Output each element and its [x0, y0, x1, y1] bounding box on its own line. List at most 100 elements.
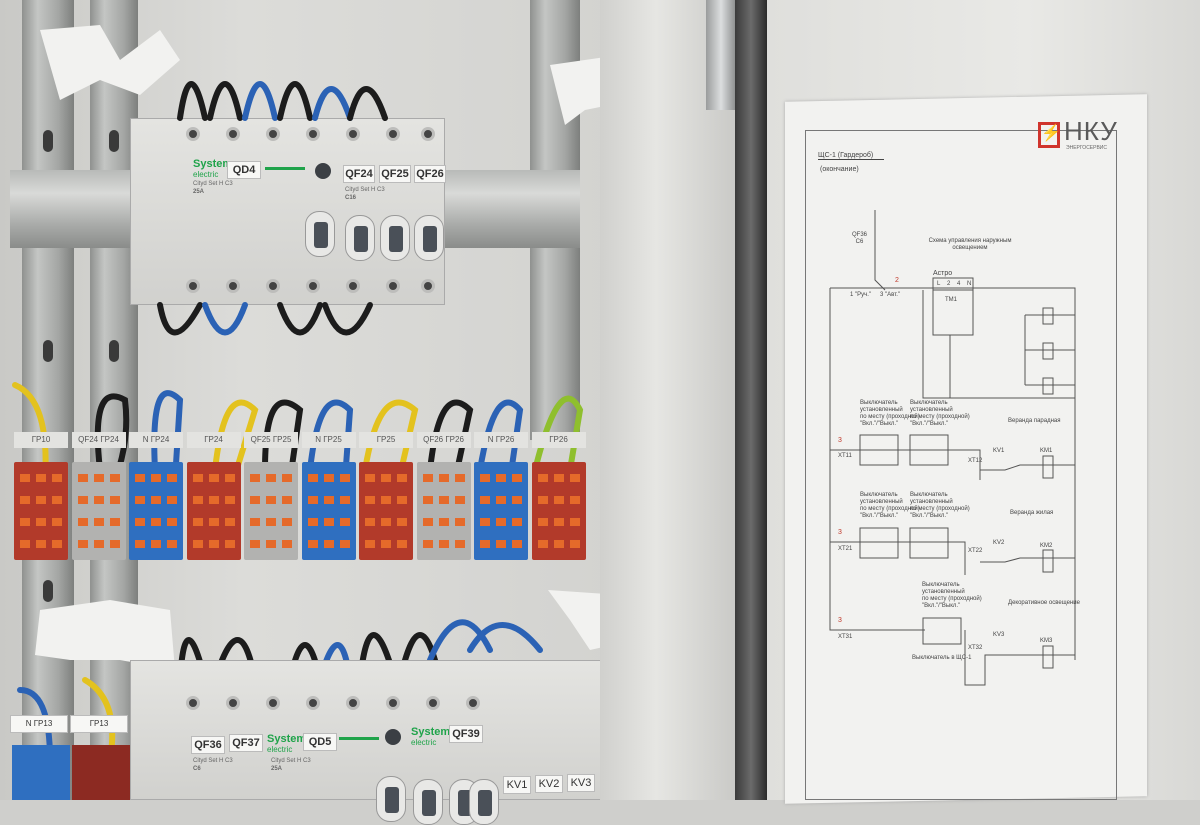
terminal-lever[interactable]: [496, 518, 506, 526]
terminal-lever[interactable]: [339, 540, 350, 548]
terminal-lever[interactable]: [192, 474, 203, 482]
terminal-lever[interactable]: [323, 474, 334, 482]
terminal-lever[interactable]: [266, 540, 276, 548]
terminal-lever[interactable]: [250, 540, 260, 548]
terminal-lever[interactable]: [339, 474, 350, 482]
terminal-lever[interactable]: [93, 474, 104, 482]
terminal-lever[interactable]: [208, 518, 219, 526]
terminal-lever[interactable]: [454, 518, 465, 526]
terminal-lever[interactable]: [266, 496, 276, 504]
terminal-lever[interactable]: [20, 518, 30, 526]
terminal-lever[interactable]: [339, 496, 350, 504]
terminal-lever[interactable]: [36, 518, 46, 526]
terminal-lever[interactable]: [512, 496, 522, 504]
terminal-lever[interactable]: [167, 474, 177, 482]
terminal-lever[interactable]: [52, 496, 62, 504]
terminal-lever[interactable]: [553, 474, 564, 482]
terminal-lever[interactable]: [569, 474, 580, 482]
terminal-lever[interactable]: [20, 474, 30, 482]
terminal-lever[interactable]: [397, 518, 407, 526]
terminal-lever[interactable]: [151, 540, 161, 548]
terminal-lever[interactable]: [397, 474, 407, 482]
terminal-lever[interactable]: [381, 518, 391, 526]
terminal-lever[interactable]: [381, 540, 391, 548]
terminal-lever[interactable]: [109, 540, 120, 548]
terminal-lever[interactable]: [109, 474, 120, 482]
terminal-lever[interactable]: [438, 518, 449, 526]
terminal-lever[interactable]: [167, 540, 177, 548]
terminal-lever[interactable]: [192, 518, 203, 526]
terminal-lever[interactable]: [77, 518, 88, 526]
terminal-lever[interactable]: [323, 518, 334, 526]
terminal-lever[interactable]: [307, 540, 318, 548]
terminal-lever[interactable]: [151, 474, 161, 482]
breaker-toggle[interactable]: [469, 779, 499, 825]
terminal-lever[interactable]: [422, 474, 433, 482]
terminal-lever[interactable]: [282, 540, 292, 548]
terminal-lever[interactable]: [454, 496, 465, 504]
terminal-lever[interactable]: [250, 496, 260, 504]
test-button[interactable]: [315, 163, 331, 179]
terminal-lever[interactable]: [135, 496, 145, 504]
terminal-lever[interactable]: [553, 518, 564, 526]
terminal-lever[interactable]: [224, 518, 235, 526]
terminal-lever[interactable]: [77, 540, 88, 548]
terminal-lever[interactable]: [52, 474, 62, 482]
terminal-lever[interactable]: [282, 518, 292, 526]
terminal-lever[interactable]: [36, 540, 46, 548]
terminal-lever[interactable]: [282, 496, 292, 504]
terminal-lever[interactable]: [496, 540, 506, 548]
terminal-lever[interactable]: [365, 496, 375, 504]
terminal-lever[interactable]: [109, 518, 120, 526]
terminal-lever[interactable]: [52, 540, 62, 548]
terminal-lever[interactable]: [307, 518, 318, 526]
terminal-lever[interactable]: [422, 540, 433, 548]
terminal-lever[interactable]: [422, 518, 433, 526]
terminal-lever[interactable]: [553, 496, 564, 504]
terminal-lever[interactable]: [569, 518, 580, 526]
terminal-lever[interactable]: [135, 518, 145, 526]
terminal-lever[interactable]: [323, 540, 334, 548]
terminal-lever[interactable]: [569, 540, 580, 548]
terminal-lever[interactable]: [537, 474, 548, 482]
terminal-lever[interactable]: [266, 474, 276, 482]
terminal-lever[interactable]: [496, 474, 506, 482]
breaker-toggle-qf25[interactable]: [380, 215, 410, 261]
terminal-lever[interactable]: [20, 496, 30, 504]
terminal-lever[interactable]: [93, 518, 104, 526]
breaker-toggle[interactable]: [413, 779, 443, 825]
terminal-lever[interactable]: [167, 496, 177, 504]
breaker-toggle-qf24[interactable]: [345, 215, 375, 261]
terminal-lever[interactable]: [397, 496, 407, 504]
terminal-lever[interactable]: [512, 518, 522, 526]
terminal-lever[interactable]: [266, 518, 276, 526]
terminal-lever[interactable]: [397, 540, 407, 548]
terminal-lever[interactable]: [250, 518, 260, 526]
terminal-lever[interactable]: [151, 496, 161, 504]
terminal-lever[interactable]: [365, 540, 375, 548]
terminal-lever[interactable]: [454, 474, 465, 482]
terminal-lever[interactable]: [282, 474, 292, 482]
breaker-toggle-qf26[interactable]: [414, 215, 444, 261]
terminal-lever[interactable]: [135, 540, 145, 548]
terminal-lever[interactable]: [208, 540, 219, 548]
terminal-lever[interactable]: [192, 540, 203, 548]
terminal-lever[interactable]: [569, 496, 580, 504]
terminal-lever[interactable]: [496, 496, 506, 504]
terminal-lever[interactable]: [553, 540, 564, 548]
terminal-lever[interactable]: [537, 518, 548, 526]
terminal-lever[interactable]: [537, 496, 548, 504]
terminal-lever[interactable]: [208, 474, 219, 482]
breaker-toggle-qd4[interactable]: [305, 211, 335, 257]
test-button[interactable]: [385, 729, 401, 745]
terminal-lever[interactable]: [224, 474, 235, 482]
terminal-lever[interactable]: [422, 496, 433, 504]
breaker-toggle-qd5[interactable]: [376, 776, 406, 822]
terminal-lever[interactable]: [537, 540, 548, 548]
terminal-lever[interactable]: [480, 474, 490, 482]
terminal-lever[interactable]: [438, 474, 449, 482]
terminal-lever[interactable]: [339, 518, 350, 526]
terminal-lever[interactable]: [381, 474, 391, 482]
terminal-lever[interactable]: [135, 474, 145, 482]
terminal-lever[interactable]: [512, 474, 522, 482]
